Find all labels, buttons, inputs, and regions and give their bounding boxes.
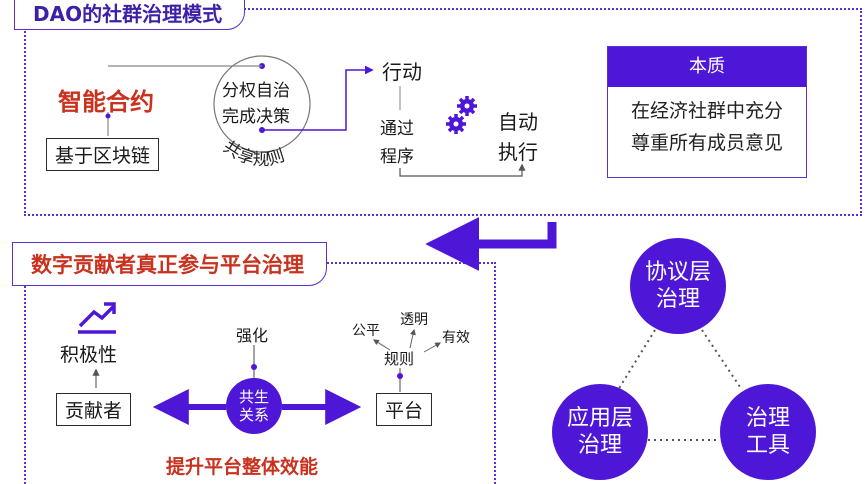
trend-up-icon (78, 302, 116, 334)
protocol-line2: 治理 (655, 287, 700, 312)
blockchain-box: 基于区块链 (46, 138, 160, 171)
triangle-edge-left (617, 329, 656, 391)
application-line2: 治理 (577, 433, 622, 458)
strengthen-label: 强化 (236, 326, 269, 345)
rules-to-transparent-arrow (409, 328, 416, 349)
decision-ring (213, 55, 311, 153)
decision-line2: 完成决策 (222, 107, 290, 127)
essence-card: 本质 在经济社群中充分 尊重所有成员意见 (607, 46, 807, 178)
action-label: 行动 (382, 60, 422, 84)
through-line2: 程序 (380, 147, 414, 167)
protocol-line1: 协议层 (644, 259, 711, 285)
shared-rules-arc: 共享规则 (219, 137, 287, 170)
top-section-frame (24, 8, 862, 216)
through-line1: 通过 (380, 119, 414, 139)
positivity-label: 积极性 (60, 344, 118, 366)
application-layer-circle: 应用层 治理 (552, 384, 648, 480)
improve-label: 提升平台整体效能 (166, 456, 319, 478)
protocol-layer-circle: 协议层 治理 (630, 238, 726, 334)
tools-circle: 治理 工具 (720, 384, 816, 480)
gear-icon (446, 96, 477, 134)
symbiosis-line2: 关系 (238, 406, 269, 424)
essence-line2: 尊重所有成员意见 (630, 132, 783, 154)
essence-title: 本质 (608, 47, 806, 87)
tools-line1: 治理 (745, 405, 790, 431)
rules-to-effective-arrow (423, 342, 442, 353)
fair-label: 公平 (352, 323, 380, 339)
auto-line2: 执行 (498, 140, 538, 164)
through-to-auto-arrow (399, 163, 526, 177)
symbiosis-line1: 共生 (238, 388, 269, 406)
strengthen-dot (251, 364, 257, 370)
contract-dot (105, 113, 111, 119)
tools-line2: 工具 (745, 433, 790, 458)
symbiosis-circle: 共生 关系 (226, 378, 282, 434)
decision-line1: 分权自治 (222, 81, 290, 101)
essence-line1: 在经济社群中充分 (630, 100, 783, 122)
rules-to-fair-arrow (372, 339, 391, 351)
smart-contract-label: 智能合约 (58, 88, 154, 116)
platform-rules-dot (397, 373, 403, 379)
bottom-section-title: 数字贡献者真正参与平台治理 (12, 242, 327, 286)
auto-line1: 自动 (498, 110, 538, 134)
transparent-label: 透明 (400, 312, 428, 328)
rules-label: 规则 (384, 350, 415, 368)
ring-to-action-arrow (262, 65, 374, 131)
triangle-edge-right (701, 329, 743, 391)
top-section-title: DAO的社群治理模式 (14, 0, 246, 30)
section-transition-arrow (425, 217, 557, 271)
platform-box: 平台 (376, 393, 433, 426)
contributor-box: 贡献者 (56, 393, 132, 426)
application-line1: 应用层 (566, 405, 633, 431)
effective-label: 有效 (442, 330, 470, 346)
